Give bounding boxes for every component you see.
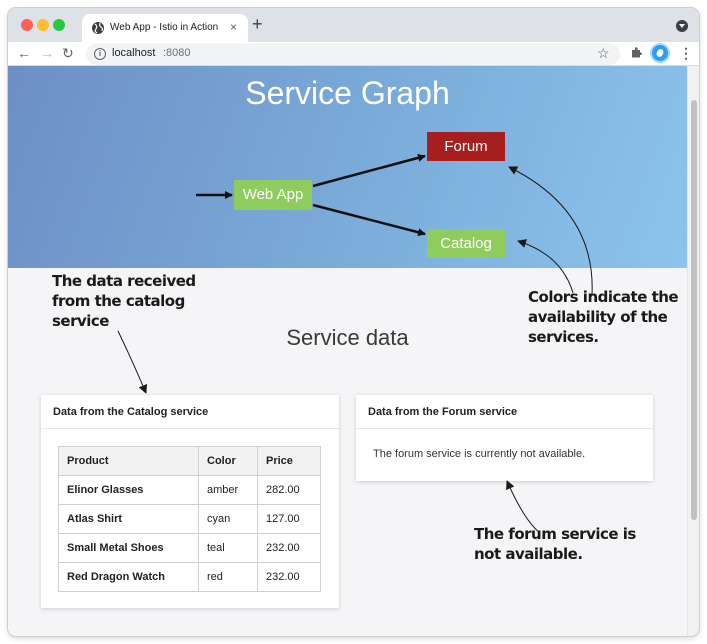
browser-toolbar: ← → ↻ i localhost :8080 ☆ ⋮ xyxy=(8,42,699,66)
product-price: 232.00 xyxy=(257,562,321,592)
node-web-app[interactable]: Web App xyxy=(234,180,312,210)
service-graph-panel: Service Graph Web App Forum Catalog xyxy=(8,66,687,268)
url-port: :8080 xyxy=(163,47,191,59)
table-row: Atlas Shirt cyan 127.00 xyxy=(58,504,321,534)
annotation-line: services. xyxy=(528,328,599,346)
forum-card-title: Data from the Forum service xyxy=(356,395,653,429)
browser-tab[interactable]: Web App - Istio in Action × xyxy=(82,14,248,42)
forum-unavailable-message: The forum service is currently not avail… xyxy=(373,448,586,460)
close-tab-icon[interactable]: × xyxy=(230,20,238,34)
annotation-line: from the catalog xyxy=(52,292,185,310)
node-catalog[interactable]: Catalog xyxy=(427,229,505,258)
product-color: amber xyxy=(198,475,258,505)
scrollbar-thumb[interactable] xyxy=(691,100,697,520)
annotation-line: service xyxy=(52,312,109,330)
annotation-line: Colors indicate the xyxy=(528,288,679,306)
table-header-row: Product Color Price xyxy=(58,446,321,476)
catalog-card-title: Data from the Catalog service xyxy=(41,395,339,429)
webapp-forum-edge xyxy=(312,153,426,188)
product-name: Atlas Shirt xyxy=(58,504,199,534)
zoom-window-button[interactable] xyxy=(53,19,65,31)
close-window-button[interactable] xyxy=(21,19,33,31)
tab-title: Web App - Istio in Action xyxy=(110,22,219,33)
globe-icon xyxy=(92,22,104,34)
new-tab-button[interactable]: + xyxy=(252,14,263,34)
column-header-color: Color xyxy=(198,446,258,476)
annotation-line: availability of the xyxy=(528,308,668,326)
annotation-forum-unavailable: The forum service is not available. xyxy=(474,524,654,564)
section-title: Service data xyxy=(286,325,409,350)
graph-edges xyxy=(196,153,426,237)
product-color: cyan xyxy=(198,504,258,534)
annotation-colors: Colors indicate the availability of the … xyxy=(528,287,688,347)
annotation-line: The forum service is xyxy=(474,525,636,543)
catalog-card: Data from the Catalog service Product Co… xyxy=(41,395,339,608)
annotation-line: not available. xyxy=(474,545,583,563)
node-forum[interactable]: Forum xyxy=(427,132,505,161)
table-row: Elinor Glasses amber 282.00 xyxy=(58,475,321,505)
extensions-puzzle-icon[interactable] xyxy=(630,46,643,59)
tab-bar: Web App - Istio in Action × + xyxy=(8,8,699,42)
product-price: 232.00 xyxy=(257,533,321,563)
reload-button[interactable]: ↻ xyxy=(62,45,74,61)
back-button[interactable]: ← xyxy=(17,45,31,61)
extension-badge-icon[interactable] xyxy=(652,45,668,61)
address-bar[interactable]: i localhost :8080 ☆ xyxy=(86,43,620,65)
column-header-price: Price xyxy=(257,446,321,476)
forum-card: Data from the Forum service The forum se… xyxy=(356,395,653,481)
products-table: Product Color Price Elinor Glasses amber… xyxy=(58,446,321,592)
page-scrollbar[interactable] xyxy=(687,66,699,636)
product-name: Small Metal Shoes xyxy=(58,533,199,563)
product-color: teal xyxy=(198,533,258,563)
tab-search-button[interactable] xyxy=(676,20,688,32)
url-host: localhost xyxy=(112,47,156,59)
browser-menu-icon[interactable]: ⋮ xyxy=(679,45,693,61)
site-info-icon[interactable]: i xyxy=(94,48,106,60)
bookmark-star-icon[interactable]: ☆ xyxy=(597,45,610,61)
webapp-catalog-edge xyxy=(312,203,426,237)
product-price: 127.00 xyxy=(257,504,321,534)
forward-button[interactable]: → xyxy=(40,45,54,61)
table-row: Small Metal Shoes teal 232.00 xyxy=(58,533,321,563)
product-color: red xyxy=(198,562,258,592)
annotation-catalog-data: The data received from the catalog servi… xyxy=(52,271,222,331)
column-header-product: Product xyxy=(58,446,199,476)
product-name: Elinor Glasses xyxy=(58,475,199,505)
annotation-line: The data received xyxy=(52,272,196,290)
graph-title: Service Graph xyxy=(245,75,450,111)
minimize-window-button[interactable] xyxy=(37,19,49,31)
product-price: 282.00 xyxy=(257,475,321,505)
table-row: Red Dragon Watch red 232.00 xyxy=(58,562,321,592)
product-name: Red Dragon Watch xyxy=(58,562,199,592)
